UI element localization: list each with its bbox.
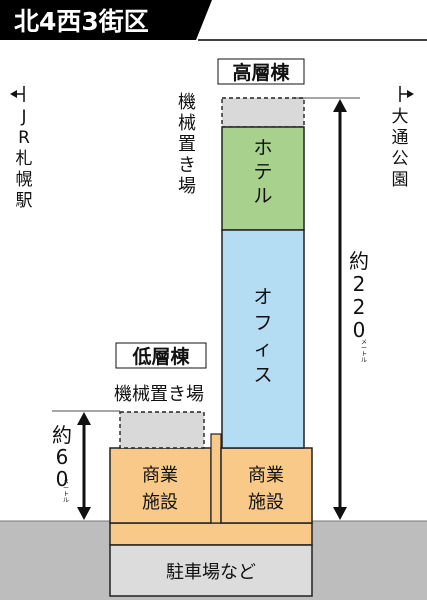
- high-dim-arrow-top: [333, 99, 347, 112]
- odori-park-label-text: 大通公園: [392, 107, 409, 190]
- high-rise-title-text: 高層棟: [232, 61, 290, 84]
- low-rise-title-box: [115, 342, 207, 369]
- low-dim-arrow-bottom: [77, 507, 91, 520]
- jr-arrow-head: [10, 90, 17, 98]
- odori-park-label: 大通公園: [392, 107, 409, 190]
- basement-commercial: [109, 522, 313, 546]
- commercial-right-line1: 商業: [248, 465, 284, 486]
- park-arrow-head: [407, 90, 414, 98]
- high-rise-title-box: [217, 58, 305, 85]
- parking-label: 駐車場など: [166, 562, 256, 583]
- high-dim-label-bg: [346, 252, 374, 360]
- commercial-left: [109, 447, 212, 524]
- office-label-text: オフィス: [253, 286, 272, 386]
- commercial-left-line1: 商業: [142, 465, 178, 486]
- page-title: 北4西3街区: [14, 7, 149, 36]
- low-rise-machinery: [119, 411, 205, 449]
- hotel-label: ホテル: [253, 137, 272, 207]
- commercial-right: [220, 447, 313, 524]
- high-rise-machinery: [221, 97, 305, 128]
- office-section: [221, 229, 305, 449]
- title-banner: [0, 0, 212, 40]
- connector-column: [210, 433, 222, 524]
- high-rise-machinery-label: 機械置き場: [178, 92, 196, 197]
- parking-level: [109, 544, 313, 597]
- high-rise-title: 高層棟: [217, 58, 305, 85]
- commercial-right-line2: 施設: [248, 492, 284, 513]
- low-rise-machinery-label: 機械置き場: [114, 384, 204, 405]
- hotel-section: [221, 126, 305, 231]
- odori-park-direction: 大通公園: [392, 86, 414, 190]
- office-label: オフィス: [253, 286, 272, 386]
- high-dim-arrow-bottom: [333, 507, 347, 520]
- commercial-left-line2: 施設: [142, 492, 178, 513]
- low-height-unit: メートル: [63, 479, 69, 504]
- hotel-label-text: ホテル: [253, 137, 272, 207]
- high-height-unit: メートル: [361, 339, 367, 364]
- low-rise-title: 低層棟: [115, 342, 207, 369]
- title-header: 北4西3街区: [0, 0, 427, 41]
- low-dim-arrow-top: [77, 412, 91, 425]
- high-rise-machinery-label-text: 機械置き場: [178, 92, 196, 197]
- low-rise-title-text: 低層棟: [131, 345, 190, 368]
